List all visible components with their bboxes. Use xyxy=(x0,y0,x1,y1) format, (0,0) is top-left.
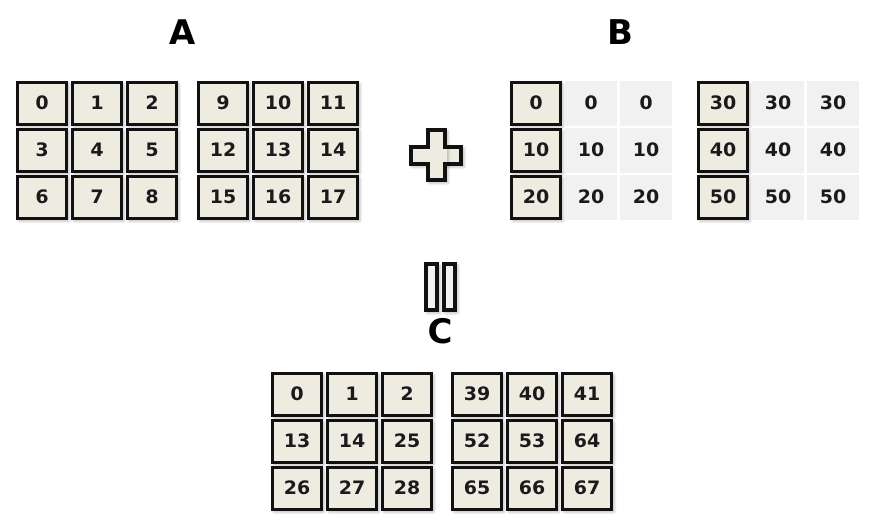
matrix-cell: 11 xyxy=(307,81,359,126)
matrix-cell: 52 xyxy=(451,419,503,464)
matrix-cell: 30 xyxy=(752,81,804,126)
matrix-cell: 1 xyxy=(71,81,123,126)
matrix-cell: 12 xyxy=(197,128,249,173)
plus-icon xyxy=(409,128,463,182)
matrix-cell: 7 xyxy=(71,175,123,220)
matrix-cell: 14 xyxy=(326,419,378,464)
matrix-cell: 0 xyxy=(565,81,617,126)
plus-seam-center xyxy=(430,149,443,162)
operand-label-b: B xyxy=(607,13,633,53)
matrix-cell: 30 xyxy=(697,81,749,126)
matrix-cell: 20 xyxy=(510,175,562,220)
matrix-cell: 10 xyxy=(565,128,617,173)
matrix-cell: 0 xyxy=(510,81,562,126)
matrix-cell: 10 xyxy=(510,128,562,173)
matrix-cell: 14 xyxy=(307,128,359,173)
matrix-cell: 13 xyxy=(271,419,323,464)
matrix-cell: 66 xyxy=(506,466,558,511)
matrix-cell: 10 xyxy=(620,128,672,173)
matrix-cell: 5 xyxy=(126,128,178,173)
plus-seam-right xyxy=(442,149,447,162)
operand-label-a: A xyxy=(168,13,196,53)
matrix-cell: 50 xyxy=(807,175,859,220)
matrix-cell: 40 xyxy=(752,128,804,173)
matrix-cell: 17 xyxy=(307,175,359,220)
matrix-cell: 9 xyxy=(197,81,249,126)
matrix-cell: 26 xyxy=(271,466,323,511)
matrix-cell: 2 xyxy=(126,81,178,126)
matrix-cell: 0 xyxy=(620,81,672,126)
matrix-cell: 28 xyxy=(381,466,433,511)
matrix-cell: 20 xyxy=(565,175,617,220)
plus-seam-left xyxy=(426,149,431,162)
matrix-cell: 4 xyxy=(71,128,123,173)
equals-bar-right xyxy=(441,262,457,312)
matrix-cell: 40 xyxy=(807,128,859,173)
plus-seam-bottom xyxy=(430,161,443,166)
matrix-cell: 50 xyxy=(697,175,749,220)
matrix-cell: 0 xyxy=(16,81,68,126)
equals-bar-left xyxy=(423,262,439,312)
matrix-cell: 16 xyxy=(252,175,304,220)
matrix-cell: 40 xyxy=(506,372,558,417)
matrix-cell: 2 xyxy=(381,372,433,417)
matrix-cell: 6 xyxy=(16,175,68,220)
matrix-cell: 20 xyxy=(620,175,672,220)
matrix-cell: 64 xyxy=(561,419,613,464)
matrix-cell: 39 xyxy=(451,372,503,417)
matrix-cell: 3 xyxy=(16,128,68,173)
matrix-cell: 40 xyxy=(697,128,749,173)
matrix-cell: 8 xyxy=(126,175,178,220)
matrix-cell: 65 xyxy=(451,466,503,511)
matrix-cell: 30 xyxy=(807,81,859,126)
matrix-cell: 13 xyxy=(252,128,304,173)
matrix-cell: 25 xyxy=(381,419,433,464)
matrix-cell: 10 xyxy=(252,81,304,126)
matrix-cell: 27 xyxy=(326,466,378,511)
plus-seam-top xyxy=(430,145,443,150)
matrix-cell: 1 xyxy=(326,372,378,417)
equals-icon xyxy=(419,262,461,312)
matrix-cell: 15 xyxy=(197,175,249,220)
matrix-cell: 67 xyxy=(561,466,613,511)
matrix-cell: 0 xyxy=(271,372,323,417)
matrix-cell: 50 xyxy=(752,175,804,220)
operand-label-c: C xyxy=(427,312,453,352)
matrix-cell: 41 xyxy=(561,372,613,417)
matrix-cell: 53 xyxy=(506,419,558,464)
